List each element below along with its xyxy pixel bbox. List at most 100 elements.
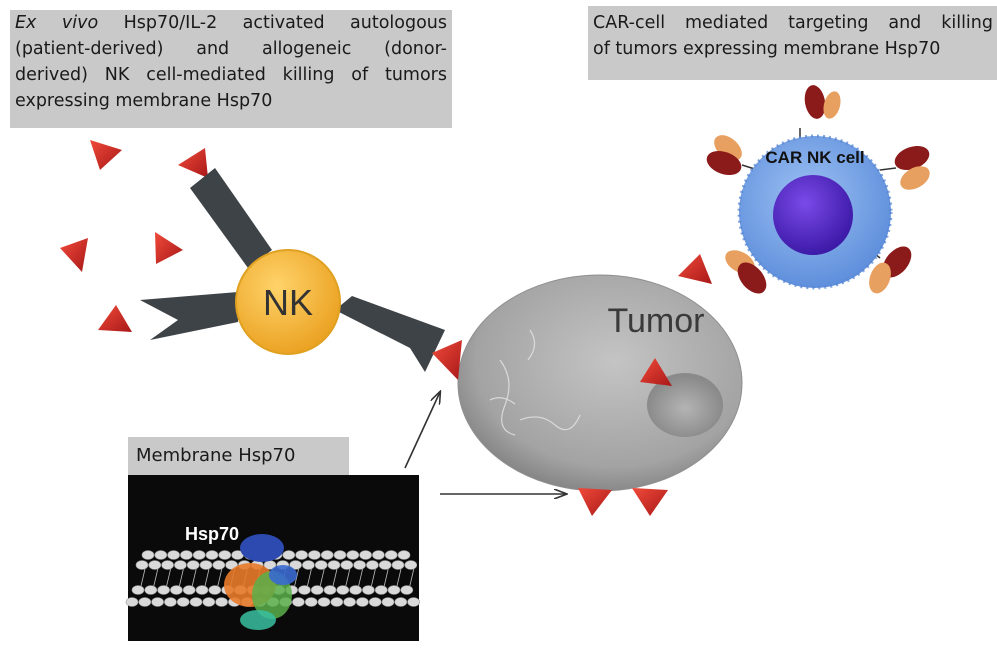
left-caption-line-1-text: Hsp70/IL-2 activated autologous: [123, 13, 447, 33]
membrane-hsp70-image: Hsp70: [125, 475, 420, 641]
lipid-bead: [343, 597, 356, 607]
lipid-bead: [394, 597, 408, 607]
lipid-bead: [170, 585, 183, 595]
right-caption-line-1: CAR-cell mediated targeting and killing: [593, 13, 993, 33]
lipid-tail: [140, 568, 146, 587]
lipid-bead: [400, 585, 414, 595]
left-caption-line-1: Ex vivo Hsp70/IL-2 activated autologous: [15, 10, 447, 36]
lipid-bead: [176, 597, 190, 607]
car-nk-cell-nucleus: [773, 175, 853, 255]
lipid-bead: [215, 597, 228, 607]
right-caption-line-2: of tumors expressing membrane Hsp70: [593, 39, 941, 59]
nk-receptor-right: [335, 296, 445, 372]
lipid-bead: [131, 585, 145, 595]
lipid-bead: [353, 560, 366, 570]
lipid-bead: [151, 597, 164, 607]
hsp70-protein: [224, 534, 297, 630]
car-receptor: [879, 145, 930, 190]
lipid-tail: [217, 568, 223, 587]
arrow-up: [404, 392, 440, 469]
lipid-tail: [307, 568, 312, 587]
car-receptor: [867, 246, 912, 294]
car-receptor: [799, 85, 841, 140]
lipid-bead: [330, 597, 344, 607]
lipid-tail: [383, 568, 389, 587]
lipid-tail: [345, 568, 351, 587]
lipid-tail: [153, 568, 159, 587]
membrane-hsp70-triangle: [678, 254, 712, 284]
lipid-bead: [208, 585, 222, 595]
hsp70-triangle: [155, 232, 183, 264]
nk-receptor-top: [190, 168, 272, 268]
lipid-bead: [157, 585, 170, 595]
lipid-bead: [320, 550, 334, 560]
tumor-texture: [489, 329, 581, 436]
lipid-bead: [327, 560, 341, 570]
lipid-bead: [302, 560, 315, 570]
membrane-caption-box: Membrane Hsp70: [128, 437, 349, 475]
lipid-bead: [138, 597, 152, 607]
lipid-bead: [372, 550, 385, 560]
lipid-bead: [218, 550, 232, 560]
right-caption-box: CAR-cell mediated targeting and killing …: [588, 6, 997, 80]
left-caption-line-2: (patient-derived) and allogeneic (donor-: [15, 39, 447, 59]
lipid-tail: [294, 568, 299, 587]
car-receptor: [725, 245, 771, 294]
lipid-bead: [349, 585, 362, 595]
lipid-bead: [359, 550, 372, 560]
lipid-bead: [141, 550, 155, 560]
lipid-bead: [374, 585, 388, 595]
lipid-bead: [148, 560, 162, 570]
lipid-bead: [199, 560, 213, 570]
membrane-hsp70-triangle: [578, 488, 612, 516]
lipid-tail: [179, 568, 184, 587]
lipid-bead: [189, 597, 203, 607]
lipid-bead: [174, 560, 187, 570]
lipid-bead: [192, 550, 206, 560]
lipid-bead: [308, 550, 321, 560]
lipid-bead: [356, 597, 369, 607]
lipid-bead: [397, 550, 411, 560]
lipid-bead: [161, 560, 174, 570]
lipid-bead: [295, 550, 308, 560]
lipid-bead: [384, 550, 398, 560]
nk-cell: [235, 249, 341, 355]
lipid-bead: [205, 550, 219, 560]
left-caption-line-4: expressing membrane Hsp70: [15, 91, 273, 111]
lipid-tail: [332, 568, 338, 587]
left-caption-box: Ex vivo Hsp70/IL-2 activated autologous …: [10, 10, 452, 128]
hsp70-triangle: [178, 148, 208, 178]
lipid-bead: [195, 585, 209, 595]
lipid-bead: [346, 550, 360, 560]
lipid-bead: [387, 585, 401, 595]
lipid-tail: [204, 568, 210, 587]
lipid-bead: [407, 597, 420, 607]
hsp70-triangle: [60, 238, 88, 272]
lipid-bead: [212, 560, 226, 570]
lipid-bead: [125, 597, 139, 607]
nk-receptor-left: [140, 292, 238, 340]
left-caption-italic: Ex vivo: [15, 13, 99, 33]
lipid-bead: [317, 597, 331, 607]
lipid-bead: [154, 550, 168, 560]
membrane-hsp70-triangle: [632, 488, 668, 516]
lipid-bead: [180, 550, 193, 560]
lipid-bead: [182, 585, 196, 595]
lipid-bead: [391, 560, 405, 570]
lipid-bead: [366, 560, 379, 570]
lipid-tail: [358, 568, 363, 587]
lipid-bead: [314, 560, 328, 570]
lipid-bead: [304, 597, 318, 607]
lipid-bead: [289, 560, 302, 570]
membrane-caption: Membrane Hsp70: [136, 445, 296, 466]
lipid-bead: [310, 585, 324, 595]
nk-cell-label: NK: [263, 282, 313, 323]
lipid-bead: [336, 585, 350, 595]
tumor-label: Tumor: [608, 302, 705, 340]
lipid-bead: [378, 560, 392, 570]
lipid-bead: [362, 585, 375, 595]
lipid-bead: [202, 597, 216, 607]
lipid-tail: [319, 568, 325, 587]
lipid-bead: [186, 560, 200, 570]
